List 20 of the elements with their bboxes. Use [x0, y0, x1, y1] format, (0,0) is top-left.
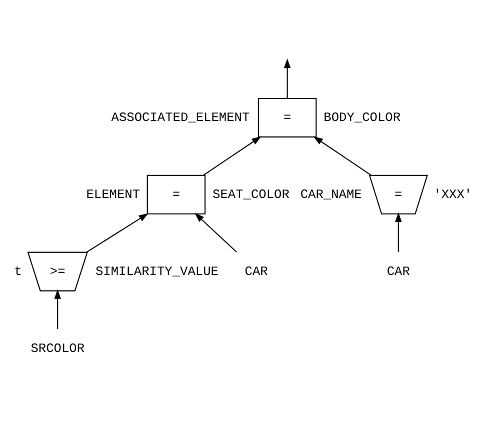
- node-box: =: [146, 174, 206, 214]
- arrow: [54, 289, 61, 329]
- node-box: =: [258, 98, 317, 138]
- node-label: ELEMENT: [86, 186, 140, 202]
- node-text: SRCOLOR: [30, 340, 85, 356]
- node-label: SIMILARITY_VALUE: [95, 264, 218, 279]
- node-text: CAR: [386, 264, 410, 279]
- node-label: BODY_COLOR: [324, 110, 401, 126]
- node-text: CAR: [244, 264, 268, 279]
- arrow: [194, 212, 237, 252]
- arrow: [86, 213, 148, 253]
- arrow: [203, 136, 262, 176]
- arrow: [284, 58, 291, 98]
- arrow: [395, 212, 402, 252]
- node-label: SEAT_COLOR: [212, 186, 290, 202]
- arrow: [313, 136, 372, 176]
- node-label: 'XXX': [434, 186, 472, 202]
- node-label: ASSOCIATED_ELEMENT: [111, 110, 250, 126]
- node-label: CAR_NAME: [300, 186, 362, 202]
- node-label: t: [14, 264, 22, 279]
